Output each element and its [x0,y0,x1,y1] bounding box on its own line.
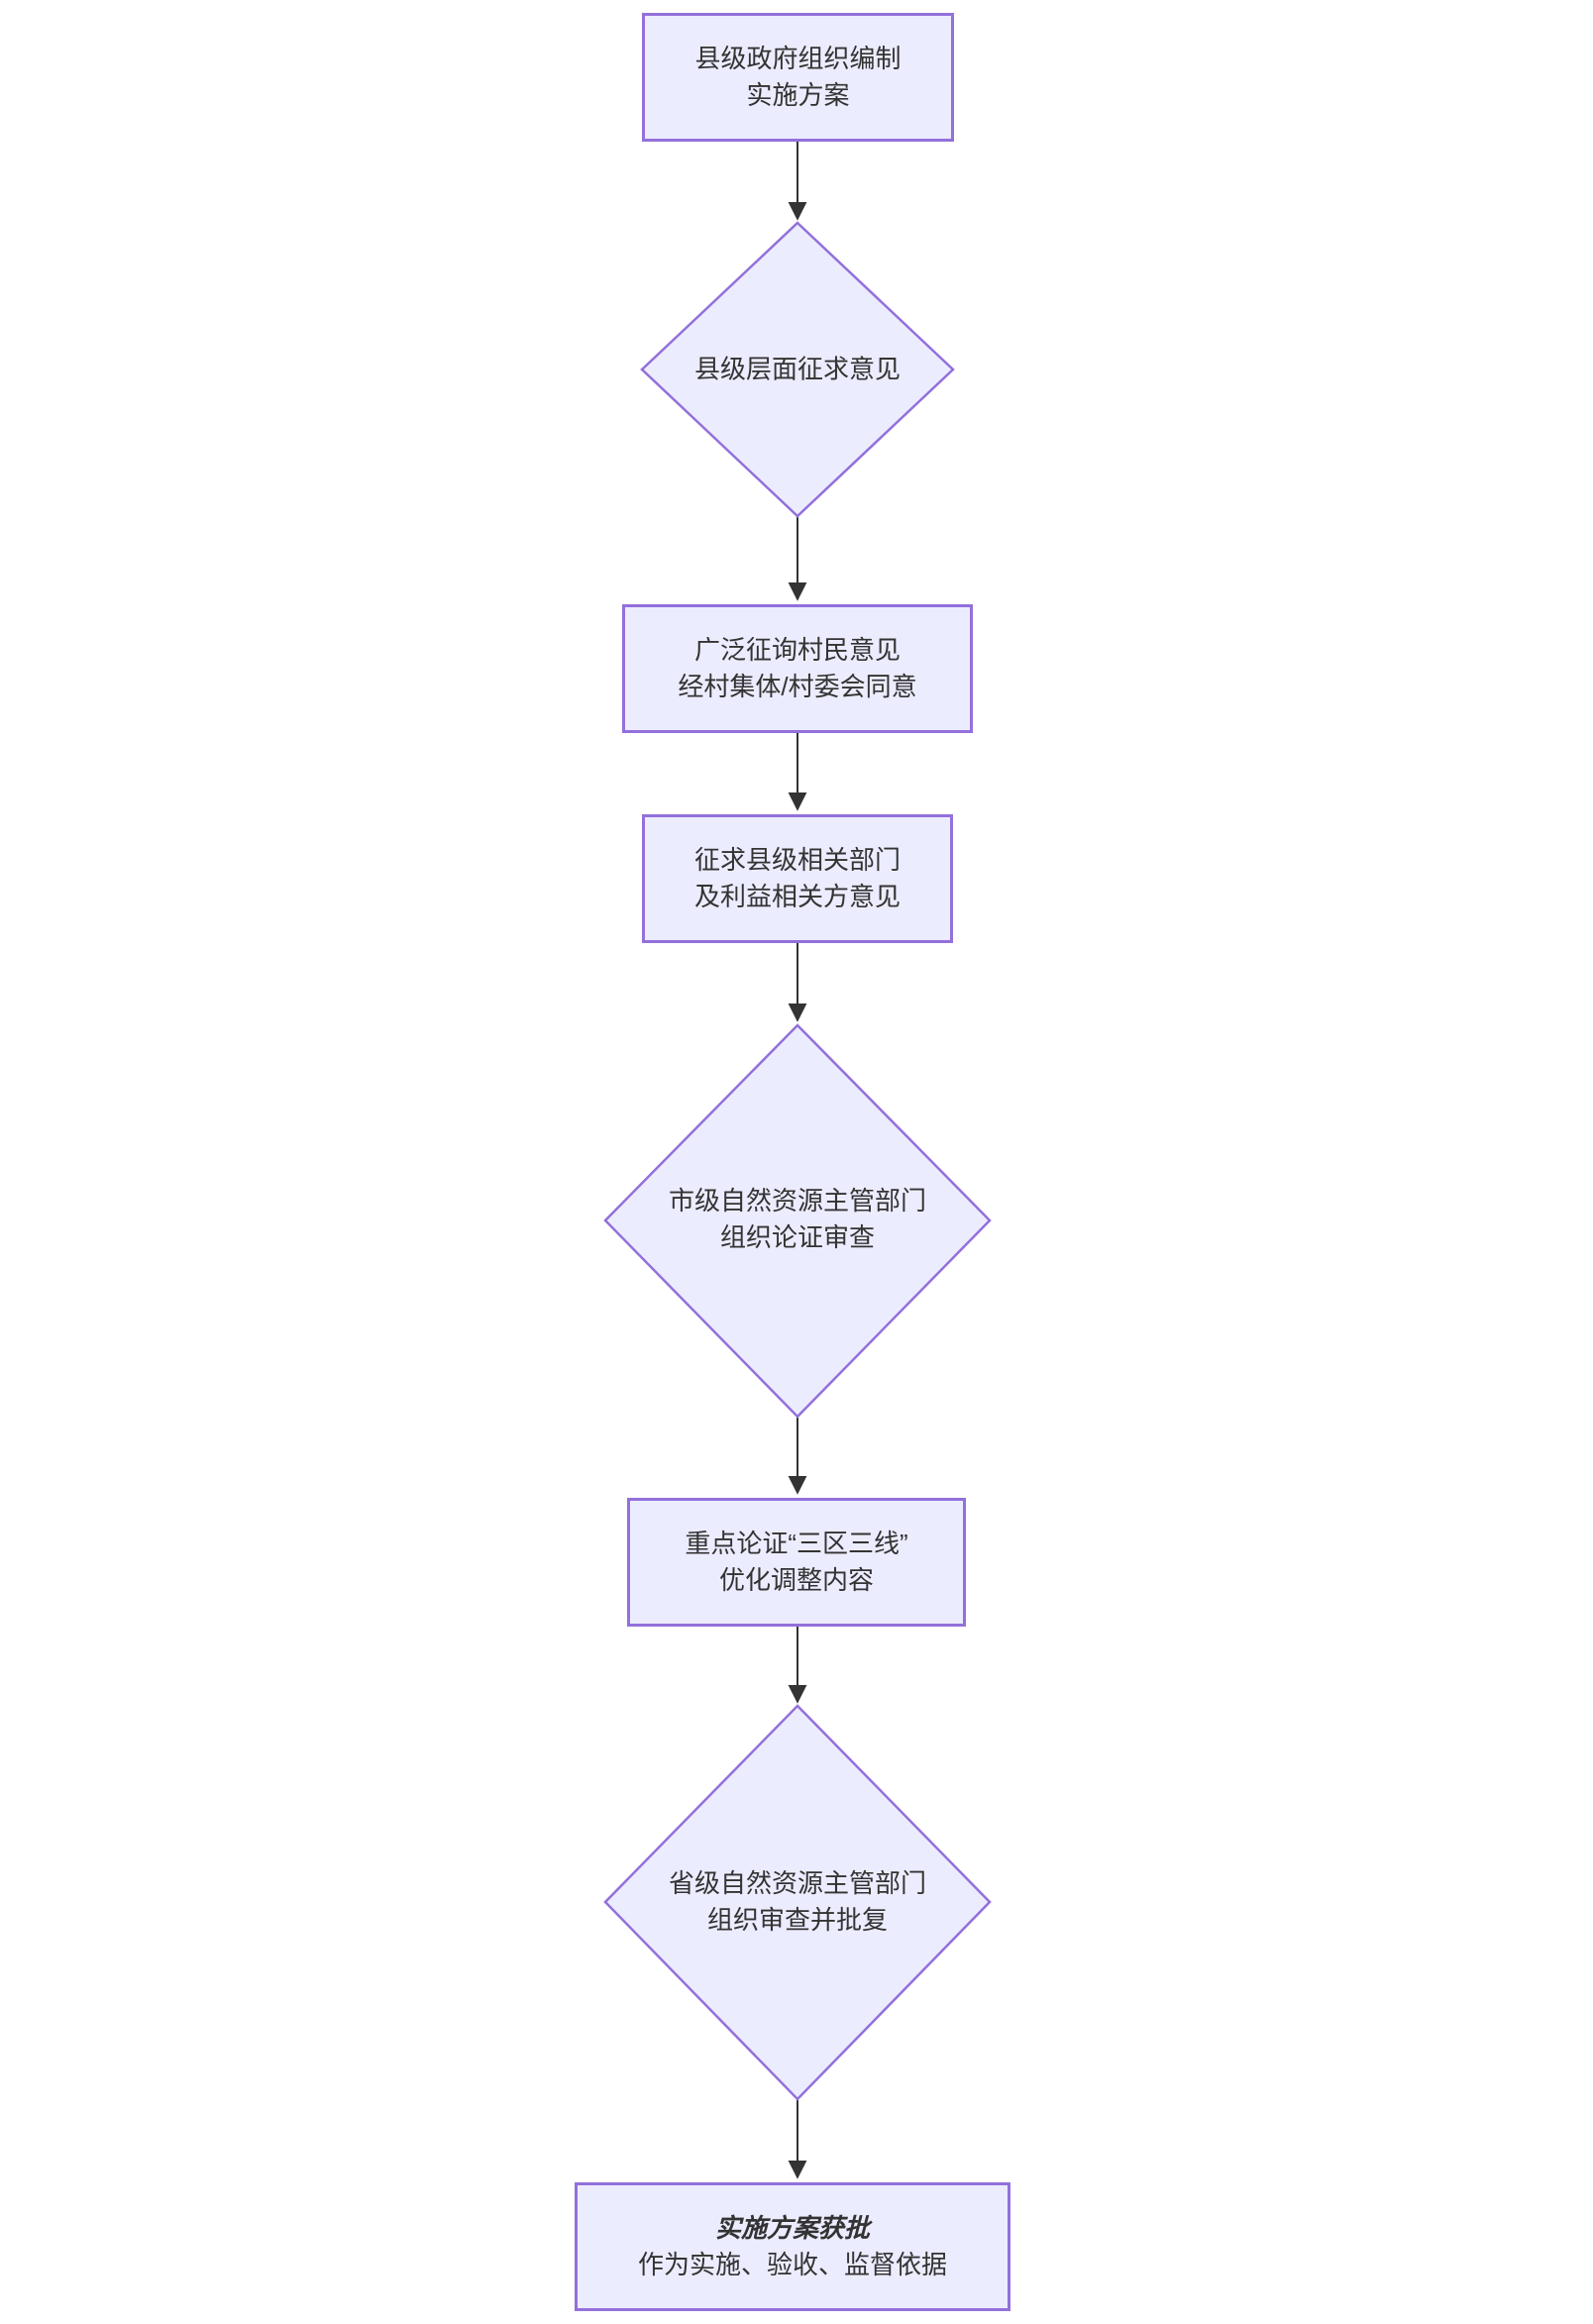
node-line: 县级层面征求意见 [693,354,902,384]
node-line: 县级政府组织编制 [694,44,902,73]
node-line: 优化调整内容 [718,1565,874,1595]
node-line: 市级自然资源主管部门 [668,1186,927,1215]
node-plan-approved: 实施方案获批 作为实施、验收、监督依据 [575,2182,1010,2311]
node-line: 实施方案 [746,80,850,110]
diamond-county-level-consult [640,221,955,518]
node-line: 征求县级相关部门 [693,845,901,875]
label-county-level-consult: 县级层面征求意见 [694,352,901,388]
node-line: 广泛征询村民意见 [693,635,901,665]
node-line: 省级自然资源主管部门 [668,1868,927,1898]
label-province-approval: 省级自然资源主管部门 组织审查并批复 [669,1865,926,1939]
decision-diamonds [603,221,992,2101]
node-line: 组织审查并批复 [706,1905,889,1935]
node-line: 及利益相关方意见 [693,882,901,911]
diamond-city-review [603,1023,992,1419]
node-county-departments: 征求县级相关部门 及利益相关方意见 [642,814,953,943]
node-line: 重点论证“三区三线” [685,1529,908,1558]
diamond-province-approval [603,1704,992,2101]
node-villager-consult: 广泛征询村民意见 经村集体/村委会同意 [622,604,973,733]
node-line: 经村集体/村委会同意 [678,672,917,701]
node-line: 组织论证审查 [719,1222,876,1252]
node-line: 作为实施、验收、监督依据 [637,2250,947,2279]
node-county-gov-plan: 县级政府组织编制 实施方案 [642,13,954,142]
node-line-emphasized: 实施方案获批 [714,2213,870,2243]
node-three-zones-review: 重点论证“三区三线” 优化调整内容 [627,1498,966,1627]
label-city-review: 市级自然资源主管部门 组织论证审查 [669,1183,926,1256]
